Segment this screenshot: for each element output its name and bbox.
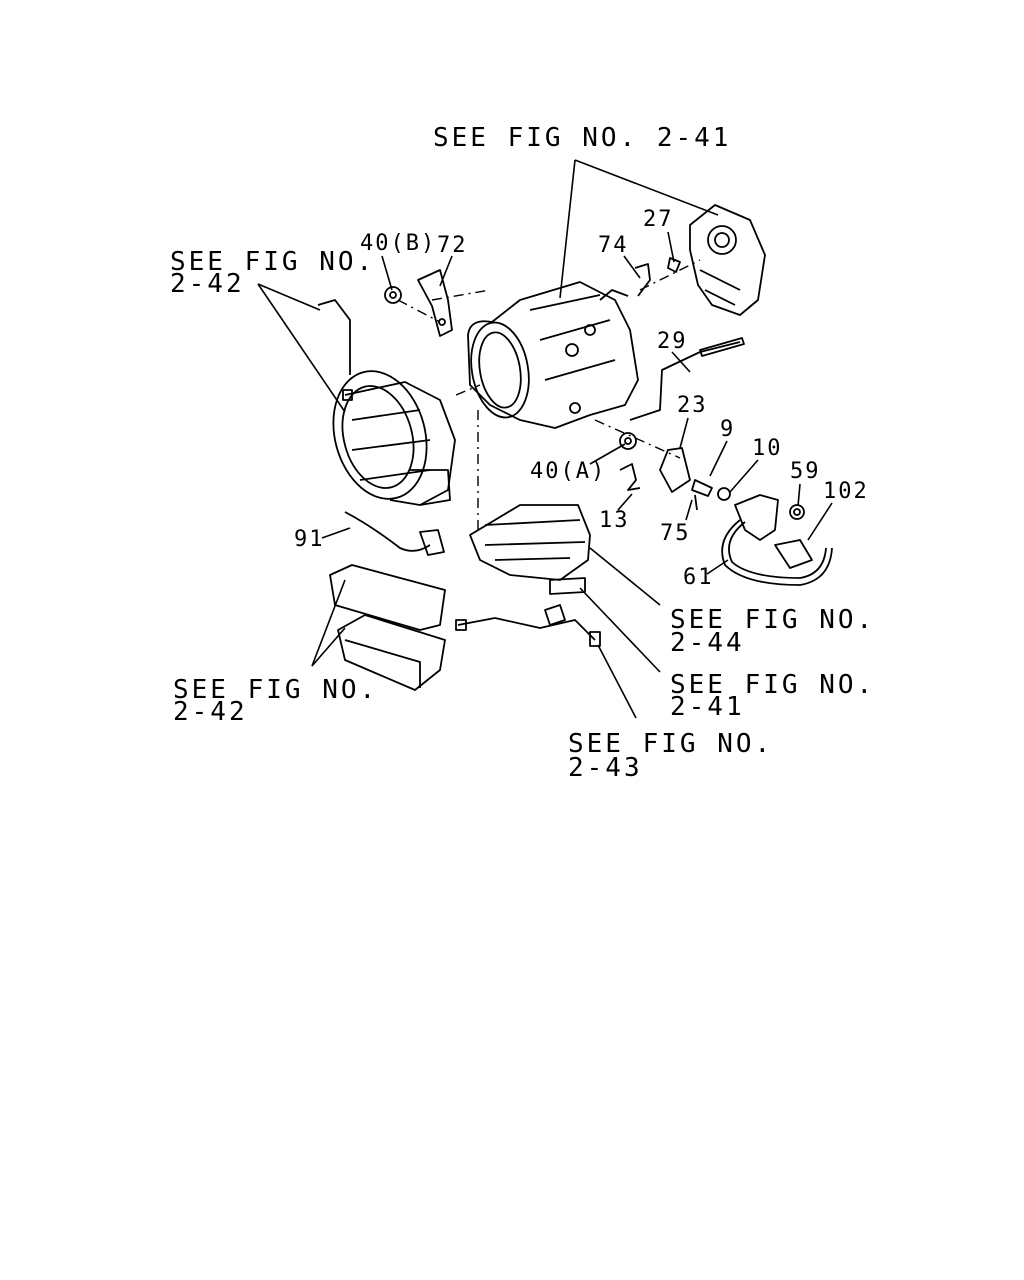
pin-75 bbox=[694, 494, 698, 511]
washer-10 bbox=[717, 487, 731, 501]
callout-23: 23 bbox=[677, 393, 708, 418]
ref-right-low-1: SEE FIG NO. bbox=[670, 670, 875, 700]
nut-40a bbox=[619, 432, 637, 450]
callout-59: 59 bbox=[790, 459, 821, 484]
shift-cable-29 bbox=[629, 337, 745, 421]
lever-23 bbox=[659, 447, 691, 493]
pipe-91-top bbox=[317, 299, 353, 401]
ref-top: SEE FIG NO. 2-41 bbox=[433, 123, 731, 153]
oil-tube-91 bbox=[344, 511, 445, 556]
nut-40b bbox=[384, 286, 402, 304]
connector-102 bbox=[774, 539, 813, 569]
lever-74 bbox=[634, 263, 651, 297]
assembly-axes bbox=[397, 259, 701, 530]
callout-9: 9 bbox=[720, 417, 735, 442]
ref-bottom-1: SEE FIG NO. bbox=[568, 729, 773, 759]
leader-lines bbox=[257, 159, 833, 719]
callout-40b: 40(B) bbox=[360, 231, 436, 256]
callout-29: 29 bbox=[657, 329, 688, 354]
ref-left-lower-1: SEE FIG NO. bbox=[173, 675, 378, 705]
callout-74: 74 bbox=[598, 233, 629, 258]
extension-housing bbox=[689, 204, 766, 316]
transmission-case bbox=[467, 281, 639, 429]
bracket-72 bbox=[417, 269, 453, 337]
callout-102: 102 bbox=[823, 479, 869, 504]
callout-72: 72 bbox=[437, 233, 468, 258]
switch-9 bbox=[691, 479, 713, 497]
callout-40a: 40(A) bbox=[530, 459, 606, 484]
ref-right-low-2: 2-41 bbox=[670, 692, 745, 722]
ref-left-lower-2: 2-42 bbox=[173, 697, 248, 727]
pin-27 bbox=[667, 257, 681, 273]
solenoid-harness bbox=[455, 577, 601, 647]
ref-right-mid-1: SEE FIG NO. bbox=[670, 605, 875, 635]
callout-91: 91 bbox=[294, 527, 325, 552]
harness-61 bbox=[721, 519, 833, 586]
oil-pan-gasket bbox=[329, 564, 446, 631]
callout-13: 13 bbox=[599, 508, 630, 533]
callout-61: 61 bbox=[683, 565, 714, 590]
sensor-bracket bbox=[734, 494, 779, 541]
ref-left-upper-1: SEE FIG NO. bbox=[170, 247, 375, 277]
valve-body bbox=[469, 504, 591, 581]
clip-13 bbox=[619, 463, 641, 491]
callout-75: 75 bbox=[660, 521, 691, 546]
ref-right-mid-2: 2-44 bbox=[670, 628, 745, 658]
converter-housing bbox=[332, 370, 456, 506]
oil-pan bbox=[337, 614, 446, 691]
ref-bottom-2: 2-43 bbox=[568, 753, 643, 783]
callout-27: 27 bbox=[643, 207, 674, 232]
bolt-59 bbox=[789, 504, 805, 520]
callout-10: 10 bbox=[752, 436, 783, 461]
ref-left-upper-2: 2-42 bbox=[170, 269, 245, 299]
